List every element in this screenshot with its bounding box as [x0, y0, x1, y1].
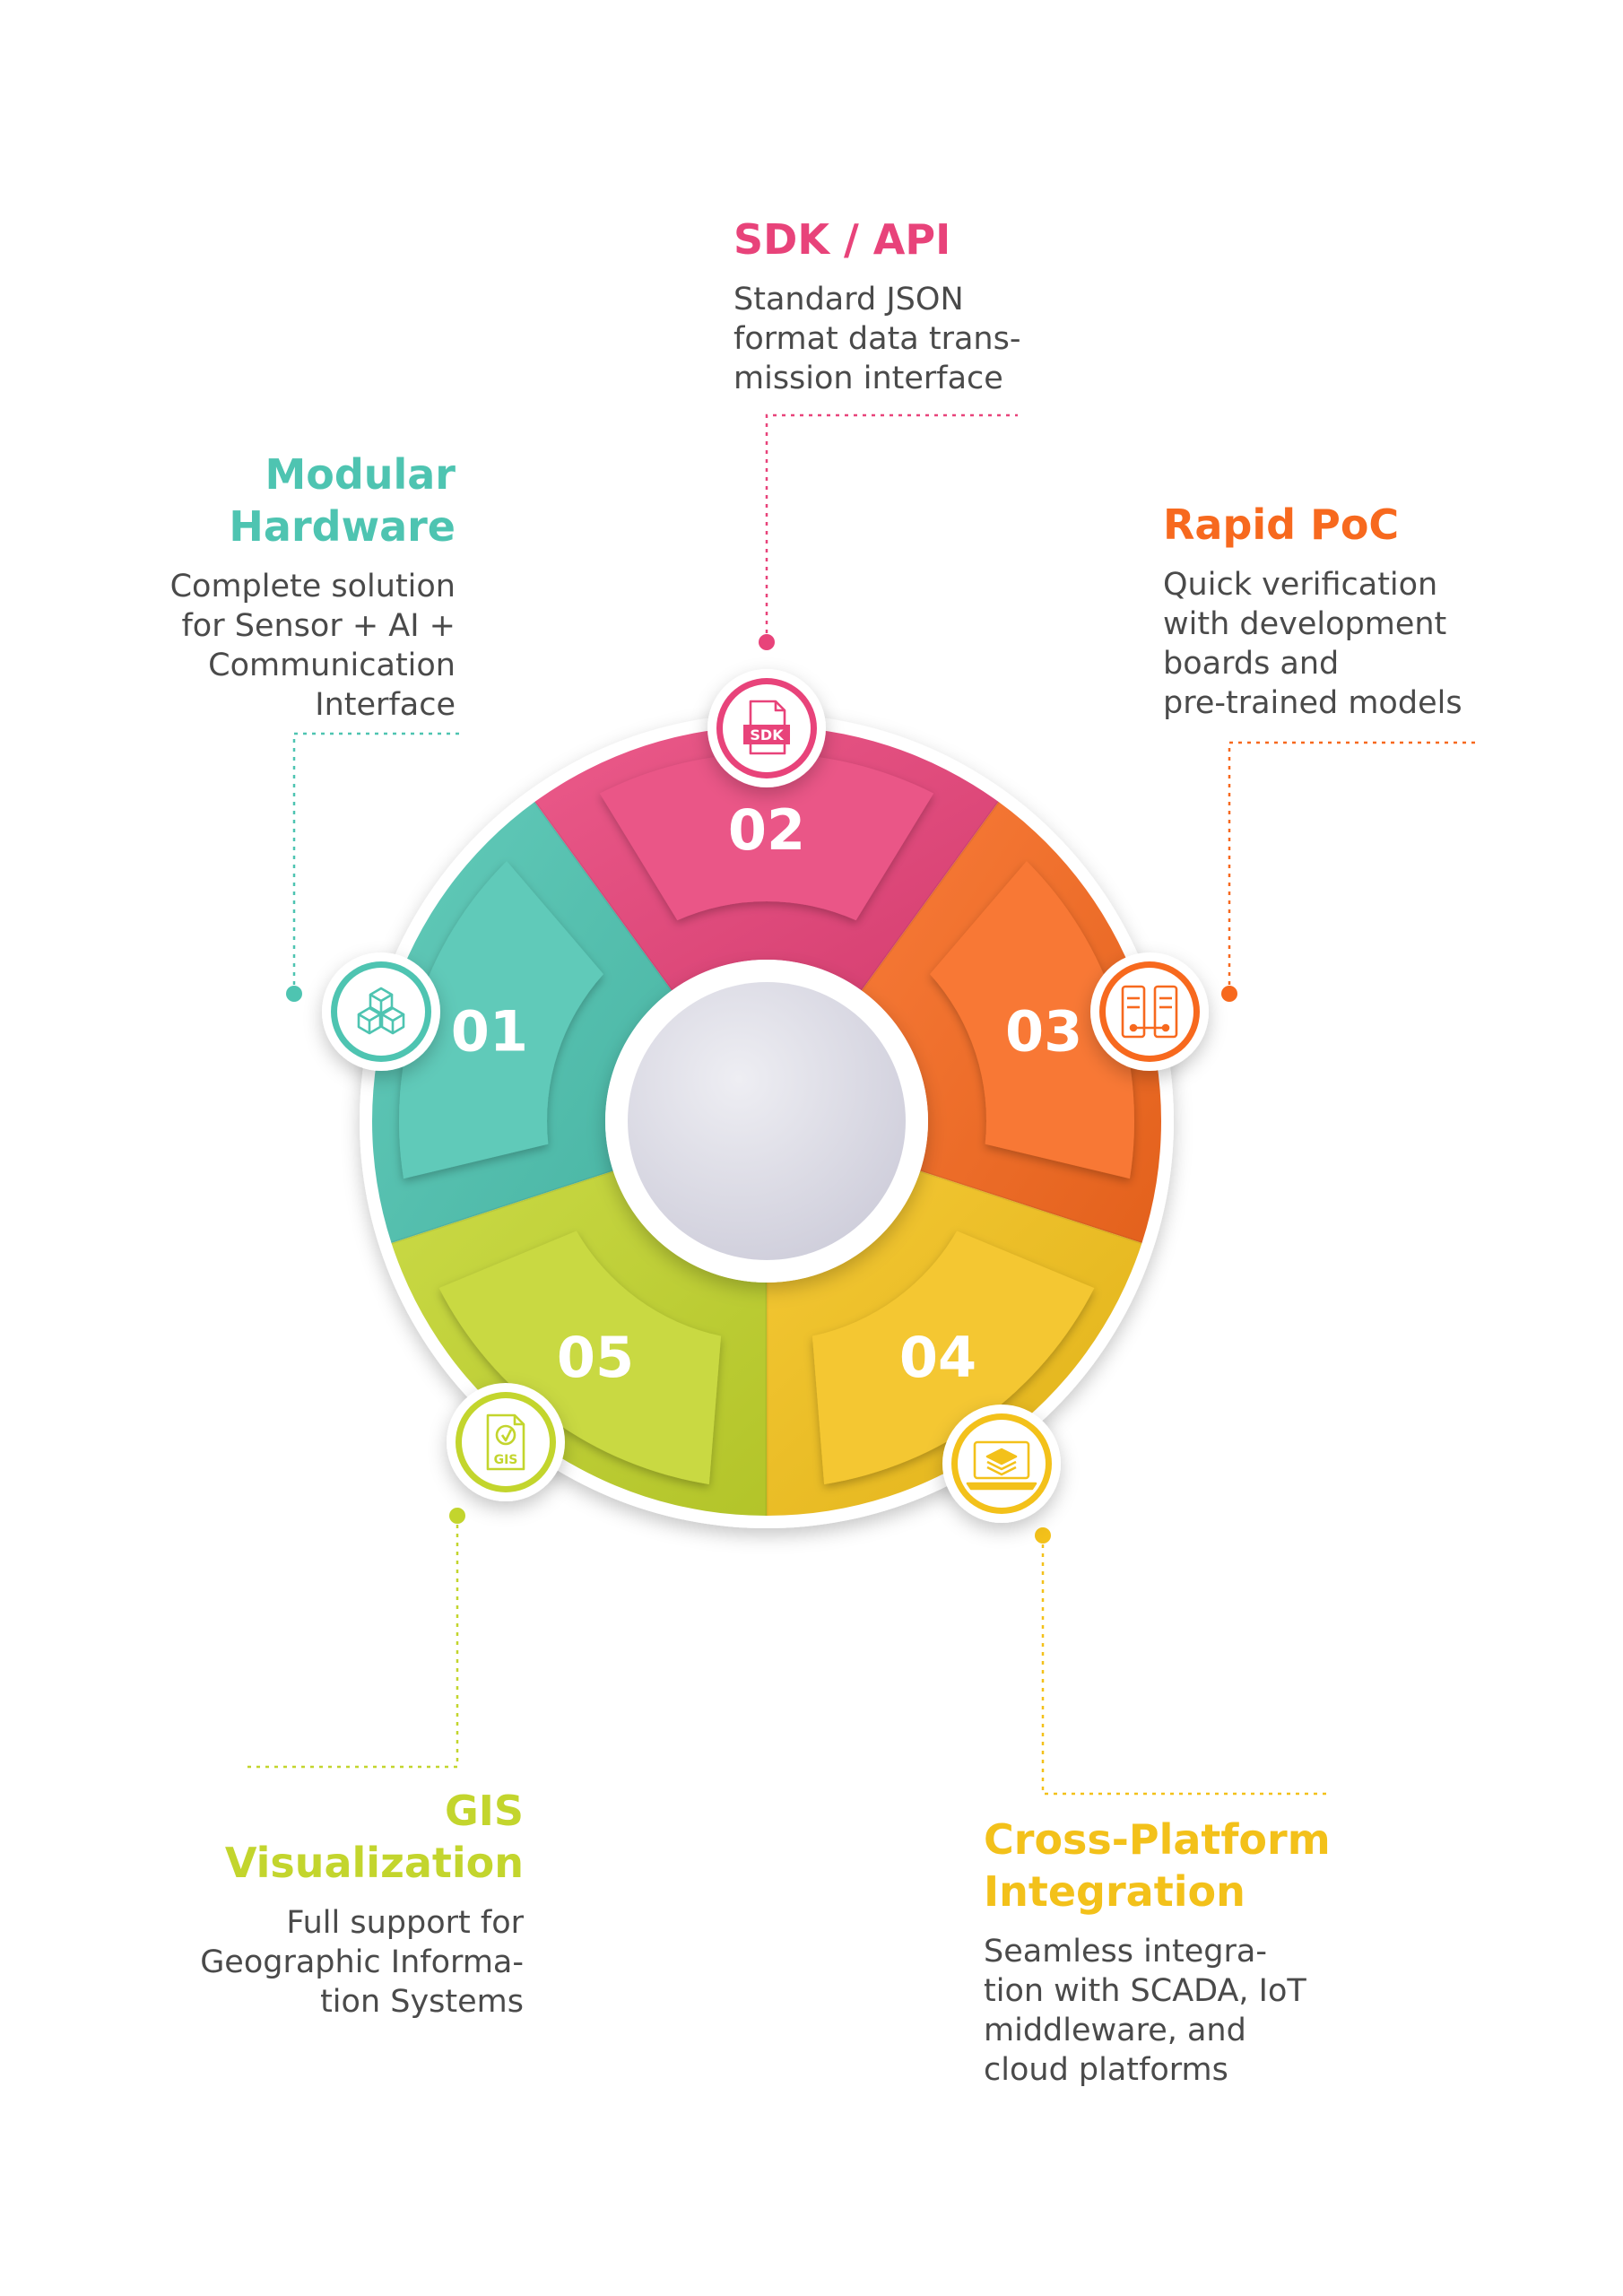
desc-line: Quick verification [1163, 567, 1438, 603]
desc-line: boards and [1163, 646, 1340, 682]
block-description: Seamless integra- tion with SCADA, IoT m… [984, 1932, 1331, 2090]
badge-02: SDK [707, 669, 826, 787]
segment-divider [860, 801, 1000, 992]
block-modular-hardware: Modular Hardware Complete solution for S… [170, 448, 456, 725]
title-line: Visualization [224, 1839, 524, 1887]
title-line: SDK / API [733, 215, 951, 264]
segment-panel [438, 1231, 722, 1484]
segment-panel [812, 1231, 1095, 1484]
block-title: Cross-Platform Integration [984, 1813, 1331, 1918]
segment-number: 01 [451, 999, 528, 1065]
segment-divider [534, 801, 673, 992]
desc-line: Full support for [286, 1905, 524, 1941]
segment-panel [599, 753, 934, 921]
title-line: GIS [444, 1787, 524, 1835]
block-description: Complete solution for Sensor + AI + Comm… [170, 567, 456, 725]
connector-05 [244, 1508, 465, 1769]
connector-line [1041, 1535, 1330, 1796]
segment-panel [930, 861, 1134, 1179]
badge-inner [1106, 968, 1193, 1056]
segment-number: 03 [1005, 999, 1082, 1065]
laptop-layers-icon [966, 1440, 1037, 1491]
connector-line [244, 1516, 459, 1769]
sdk-icon-label: SDK [750, 726, 784, 744]
badge-03 [1090, 952, 1209, 1071]
connector-01 [286, 732, 462, 1002]
connector-dot [759, 634, 775, 650]
block-title: GIS Visualization [200, 1785, 524, 1889]
block-rapid-poc: Rapid PoC Quick verification with develo… [1163, 499, 1462, 723]
connector-line [765, 413, 1018, 642]
desc-line: Interface [315, 687, 456, 723]
desc-line: pre-trained models [1163, 685, 1462, 721]
connector-02 [759, 413, 1018, 650]
desc-line: cloud platforms [984, 2052, 1228, 2088]
connector-03 [1221, 741, 1478, 1002]
desc-line: Seamless integra- [984, 1934, 1267, 1970]
badge-05: GIS [447, 1383, 565, 1501]
badge-01 [322, 952, 440, 1071]
desc-line: mission interface [733, 361, 1003, 396]
title-line: Integration [984, 1867, 1245, 1916]
connector-dot [449, 1508, 465, 1524]
connector-04 [1035, 1527, 1330, 1796]
block-sdk-api: SDK / API Standard JSON format data tran… [733, 213, 1020, 398]
desc-line: middleware, and [984, 2013, 1246, 2048]
desc-line: Standard JSON [733, 282, 964, 317]
gis-document-icon: GIS [486, 1413, 525, 1471]
block-description: Standard JSON format data trans- mission… [733, 280, 1020, 398]
connector-dot [1221, 986, 1237, 1002]
desc-line: format data trans- [733, 321, 1021, 357]
hub-center [628, 982, 906, 1260]
badge-04 [942, 1405, 1061, 1523]
segment-panel [399, 861, 603, 1179]
segment-number: 05 [557, 1325, 634, 1390]
segment-03: 03 [861, 802, 1161, 1243]
title-line: Hardware [229, 502, 456, 551]
desc-line: Communication [208, 648, 456, 683]
modular-cubes-icon [357, 987, 405, 1035]
block-title: Modular Hardware [170, 448, 456, 552]
block-title: Rapid PoC [1163, 499, 1462, 551]
title-line: Cross-Platform [984, 1815, 1331, 1864]
block-gis-visualization: GIS Visualization Full support for Geogr… [200, 1785, 524, 2022]
title-line: Modular [265, 450, 456, 499]
connector-line [292, 732, 462, 994]
desc-line: tion Systems [320, 1984, 524, 2020]
segment-number: 04 [899, 1325, 976, 1390]
block-description: Quick verification with development boar… [1163, 565, 1462, 723]
connector-dot [286, 986, 302, 1002]
desc-line: with development [1163, 606, 1447, 642]
segment-04: 04 [767, 1170, 1142, 1516]
segment-divider [391, 1170, 614, 1245]
title-line: Rapid PoC [1163, 500, 1400, 549]
gis-icon-label: GIS [494, 1453, 518, 1467]
sdk-document-icon: SDK [743, 700, 790, 755]
desc-line: Geographic Informa- [200, 1944, 524, 1980]
desc-line: Complete solution [169, 569, 456, 604]
block-description: Full support for Geographic Informa- tio… [200, 1903, 524, 2022]
connector-line [1228, 741, 1478, 994]
block-title: SDK / API [733, 213, 1020, 265]
segment-number: 02 [728, 797, 805, 863]
block-cross-platform-integration: Cross-Platform Integration Seamless inte… [984, 1813, 1331, 2090]
desc-line: tion with SCADA, IoT [984, 1973, 1306, 2009]
badge-inner [462, 1398, 550, 1486]
segment-01: 01 [371, 802, 673, 1243]
mobile-screens-icon [1121, 985, 1178, 1039]
segment-02: 02 [534, 726, 999, 991]
connector-dot [1035, 1527, 1051, 1544]
segment-05: 05 [391, 1170, 767, 1516]
desc-line: for Sensor + AI + [181, 608, 456, 644]
segment-divider [919, 1170, 1142, 1245]
